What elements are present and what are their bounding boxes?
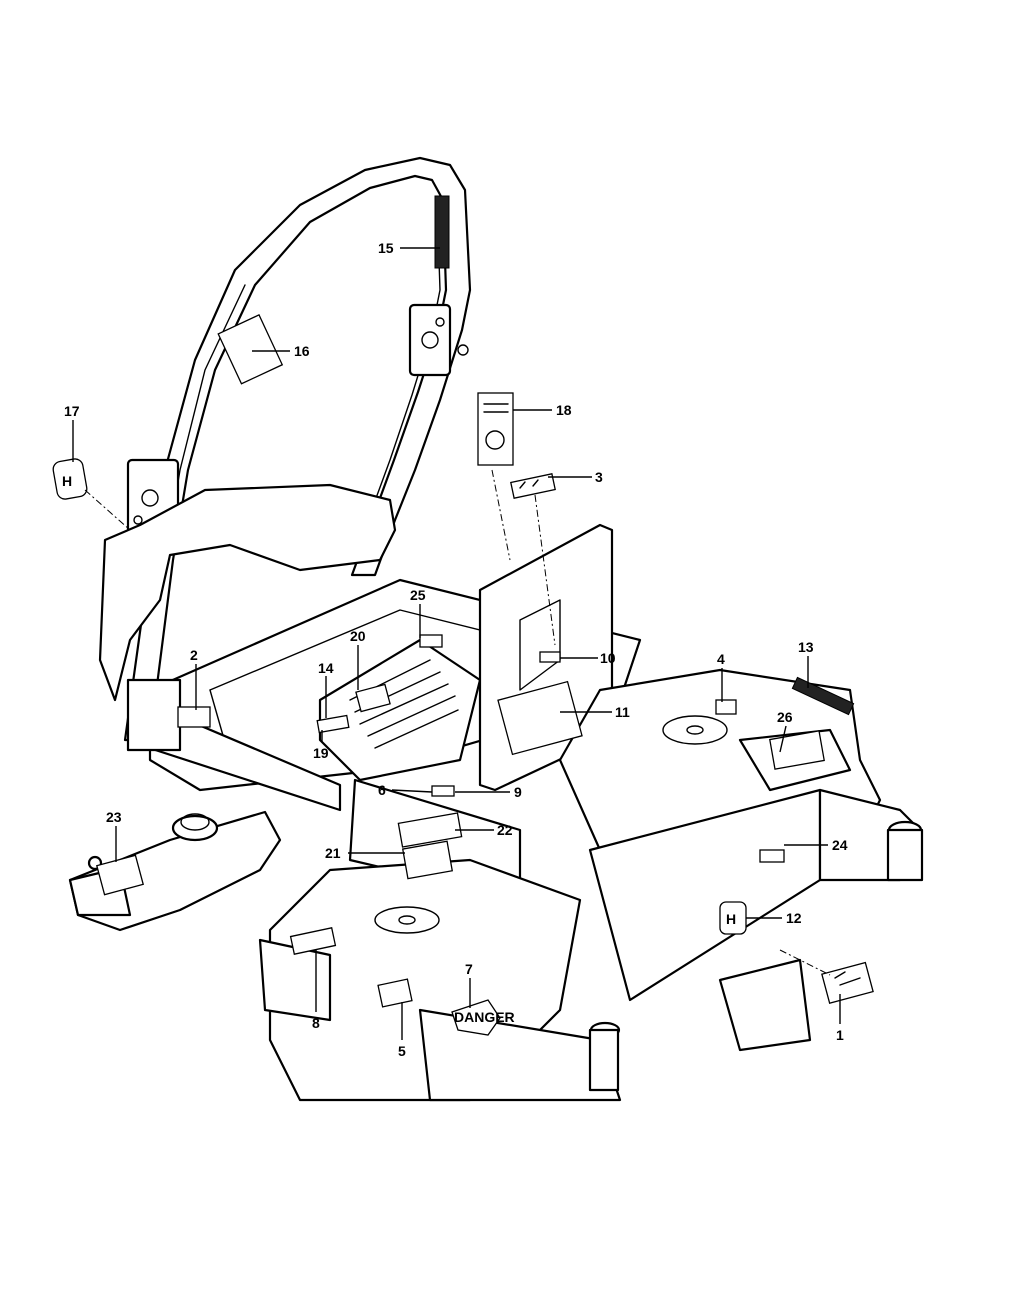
callout-7: 7 (465, 961, 473, 977)
decal-21 (401, 840, 454, 880)
callout-3: 3 (595, 469, 603, 485)
decals: H H DANGER (52, 195, 874, 1036)
decal-10 (539, 651, 561, 663)
callout-8: 8 (312, 1015, 320, 1031)
decal-22 (397, 812, 463, 848)
decal-7: DANGER (451, 999, 515, 1036)
callout-17: 17 (64, 403, 80, 419)
callout-20: 20 (350, 628, 366, 644)
install-lines (84, 469, 831, 976)
callout-15: 15 (378, 240, 394, 256)
decal-26 (769, 730, 825, 770)
decal-5 (377, 978, 413, 1008)
decal-20 (355, 683, 391, 713)
decal-8 (289, 927, 337, 955)
callout-5: 5 (398, 1043, 406, 1059)
callout-2: 2 (190, 647, 198, 663)
callout-9: 9 (514, 784, 522, 800)
decal-1 (821, 961, 874, 1004)
callout-26: 26 (777, 709, 793, 725)
decal-16 (217, 314, 284, 385)
callout-12: 12 (786, 910, 802, 926)
decal-7-text: DANGER (454, 1009, 515, 1025)
callout-10: 10 (600, 650, 616, 666)
decal-25 (419, 634, 443, 648)
svg-text:H: H (726, 911, 736, 927)
decal-4 (715, 699, 737, 715)
decal-18 (477, 392, 514, 466)
callout-25: 25 (410, 587, 426, 603)
callout-24: 24 (832, 837, 848, 853)
husqvarna-logo-icon: H (62, 473, 72, 489)
decal-2 (177, 706, 211, 728)
decal-19 (316, 714, 350, 734)
callout-23: 23 (106, 809, 122, 825)
callout-16: 16 (294, 343, 310, 359)
callout-6: 6 (378, 782, 386, 798)
callout-19: 19 (313, 745, 329, 761)
callout-4: 4 (717, 651, 725, 667)
callout-22: 22 (497, 822, 513, 838)
decal-15 (434, 195, 450, 269)
decal-12: H (719, 901, 747, 935)
callout-18: 18 (556, 402, 572, 418)
decal-6 (431, 785, 455, 797)
callout-13: 13 (798, 639, 814, 655)
leader-lines (72, 247, 841, 1040)
callout-21: 21 (325, 845, 341, 861)
callout-14: 14 (318, 660, 334, 676)
control-console (68, 810, 282, 932)
decal-11 (497, 680, 583, 756)
callout-11: 11 (615, 704, 630, 720)
decal-17: H (52, 458, 88, 500)
callout-labels: 15 16 17 18 3 2 25 20 14 19 10 11 4 13 2… (64, 240, 848, 1059)
callout-1: 1 (836, 1027, 844, 1043)
decal-24 (759, 849, 785, 863)
decal-3 (510, 473, 556, 499)
